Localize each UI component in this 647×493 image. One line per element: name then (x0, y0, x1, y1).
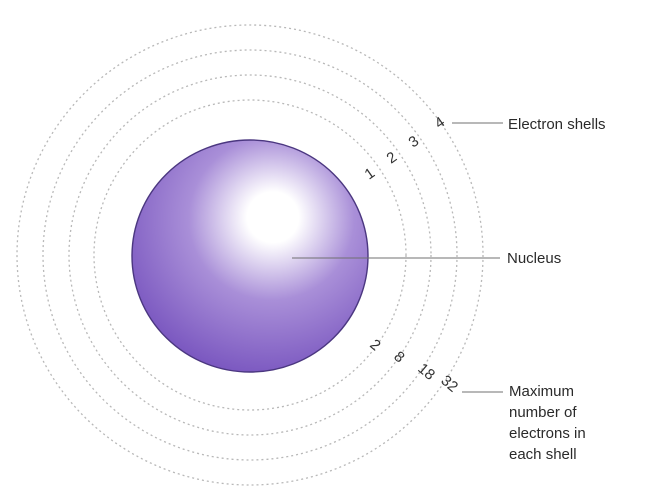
shell-number-3: 3 (406, 133, 423, 152)
electron-shells-label: Electron shells (508, 116, 606, 133)
electron-shell-3 (42, 49, 458, 461)
nucleus-sphere (131, 139, 369, 373)
max-electrons-shell-4: 32 (437, 372, 461, 396)
electron-shell-4 (16, 24, 484, 486)
max-electrons-shell-2: 8 (390, 348, 407, 366)
shell-number-2: 2 (384, 149, 401, 168)
max-electrons-label-line-2: number of (509, 404, 577, 421)
nucleus-label: Nucleus (507, 250, 561, 267)
electron-shell-1 (93, 99, 407, 411)
max-electrons-shell-1: 2 (366, 336, 383, 354)
max-electrons-shell-3: 18 (414, 360, 438, 384)
electron-shell-2 (68, 74, 432, 436)
max-electrons-label-line-4: each shell (509, 446, 577, 463)
shell-number-1: 1 (362, 165, 379, 184)
max-electrons-label-line-1: Maximum (509, 383, 574, 400)
max-electrons-label: Maximum number of electrons in each shel… (509, 383, 590, 463)
max-electrons-label-line-3: electrons in (509, 425, 586, 442)
